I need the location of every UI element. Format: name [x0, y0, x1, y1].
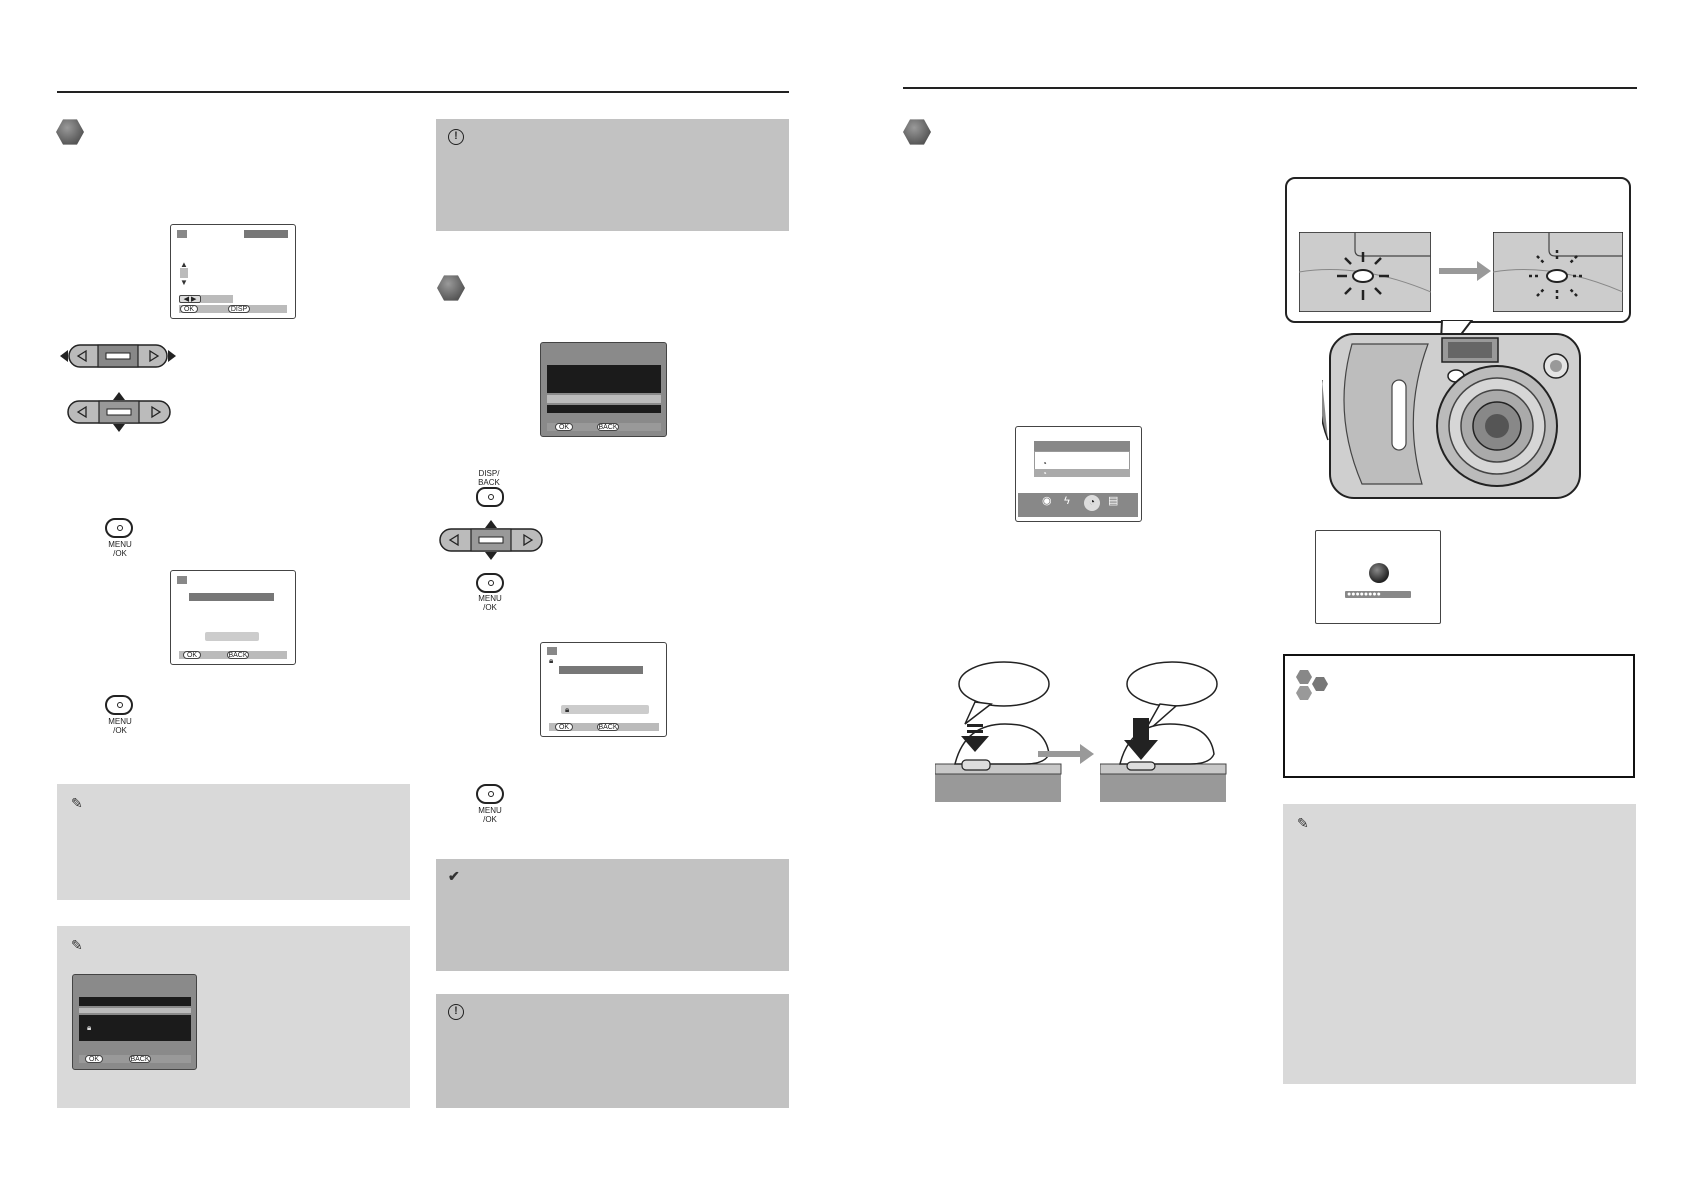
lcd-screen-confirm: OK BACK	[170, 570, 296, 665]
lcd-back-pill: BACK	[129, 1055, 151, 1063]
camera-front-illustration	[1322, 320, 1581, 499]
lcd-menu-highlight	[1034, 469, 1130, 477]
step-marker-icon	[437, 275, 465, 301]
lcd-ok-pill: OK	[183, 651, 201, 659]
hexagon-step-icon	[1296, 670, 1328, 700]
caution-box-2: !	[436, 994, 789, 1108]
disp-back-button[interactable]	[476, 487, 504, 507]
camera-icon: ◉	[1042, 495, 1052, 507]
step-marker-icon	[903, 119, 931, 145]
memo-pad-icon: ✎	[71, 795, 83, 811]
memo-box-3: ✎	[1283, 804, 1636, 1084]
info-box	[1283, 654, 1635, 778]
self-timer-icon: ◔	[1042, 459, 1047, 468]
lcd-screen-protect-list: 🔒︎ OK BACK	[72, 974, 197, 1070]
lcd-lock-icon: 🔒︎	[549, 656, 554, 665]
lcd-mode-icon	[547, 647, 557, 655]
lcd-down-arrow-icon: ▼	[180, 278, 188, 287]
left-page-header-rule	[57, 91, 789, 93]
memo-pad-icon: ✎	[1297, 815, 1309, 831]
disp-back-label: DISP/BACK	[478, 469, 500, 487]
lcd-option-bar	[205, 632, 259, 641]
countdown-progress-bar	[1345, 591, 1411, 598]
dpad-up-down-icon	[67, 392, 171, 432]
lcd-list-highlight	[547, 395, 661, 403]
lcd-disp-pill: DISP	[228, 305, 250, 313]
lcd-screen-protect-confirm: 🔒︎ 🔒︎ OK BACK	[540, 642, 667, 737]
countdown-indicator-icon	[1369, 563, 1389, 583]
shutter-half-press-illustration	[935, 661, 1062, 802]
lcd-screen-protect-menu: OK BACK	[540, 342, 667, 437]
lcd-lr-arrows-icon: ◀ ▶	[179, 295, 201, 303]
memo-box-2: ✎ 🔒︎ OK BACK	[57, 926, 410, 1108]
arrow-right-icon	[1038, 744, 1094, 764]
menu-ok-label: MENU/OK	[478, 594, 502, 612]
right-page-header-rule	[903, 87, 1637, 89]
lcd-list-row-1	[547, 365, 661, 393]
lcd-frame-counter-bar	[244, 230, 288, 238]
caution-box-1: !	[436, 119, 789, 231]
exclamation-circle-icon: !	[448, 1004, 464, 1020]
menu-ok-label: MENU/OK	[108, 540, 132, 558]
self-timer-icon: ◔	[1042, 469, 1047, 478]
menu-ok-button[interactable]	[476, 573, 504, 593]
memo-box-1: ✎	[57, 784, 410, 900]
dpad-up-down-icon	[439, 520, 543, 560]
lcd-back-pill: BACK	[597, 423, 619, 431]
lcd-lock-icon: 🔒︎	[565, 705, 570, 714]
lcd-screen-frame-select: ▲ ▼ ◀ ▶ OK DISP	[170, 224, 296, 319]
lamp-on-illustration	[1299, 232, 1431, 312]
lcd-list-highlight	[79, 1008, 191, 1013]
arrow-right-icon	[1439, 261, 1491, 281]
settings-icon: ▤	[1108, 495, 1119, 507]
lcd-ok-pill: OK	[180, 305, 198, 313]
countdown-dots: ●●●●●●●●	[1347, 591, 1381, 598]
lcd-list-row-2	[547, 405, 661, 413]
dpad-left-right-icon	[60, 344, 176, 368]
lcd-back-pill: BACK	[227, 651, 249, 659]
lcd-menu-header-bar	[1034, 441, 1130, 451]
lcd-message-bar	[189, 593, 274, 601]
lcd-ok-pill: OK	[555, 423, 573, 431]
lcd-ok-pill: OK	[555, 723, 573, 731]
menu-ok-label: MENU/OK	[478, 806, 502, 824]
menu-ok-button[interactable]	[105, 518, 133, 538]
flash-icon: ϟ	[1064, 495, 1070, 507]
lcd-list-row-2	[79, 1015, 191, 1041]
checkmark-icon: ✔	[448, 868, 460, 884]
lcd-lock-icon: 🔒︎	[87, 1023, 92, 1032]
menu-ok-button[interactable]	[476, 784, 504, 804]
lcd-list-row-1	[79, 997, 191, 1006]
lcd-count-box	[180, 268, 188, 278]
memo-pad-icon: ✎	[71, 937, 83, 953]
lcd-message-bar	[559, 666, 643, 674]
lcd-mode-strip	[1018, 493, 1138, 517]
shutter-full-press-illustration	[1100, 661, 1227, 802]
lcd-mode-icon	[177, 576, 187, 584]
lcd-lr-bar	[201, 295, 233, 303]
lcd-option-bar	[561, 705, 649, 714]
lcd-ok-pill: OK	[85, 1055, 103, 1063]
self-timer-lamp-callout	[1285, 177, 1631, 323]
step-marker-icon	[56, 119, 84, 145]
exclamation-circle-icon: !	[448, 129, 464, 145]
self-timer-icon: ◔	[1084, 495, 1100, 511]
lcd-mode-icon	[177, 230, 187, 238]
lcd-up-arrow-icon: ▲	[180, 260, 188, 269]
lcd-screen-countdown: ●●●●●●●●	[1315, 530, 1441, 624]
lcd-screen-self-timer: ◔ ◔ ◉ ϟ ◔ ▤	[1015, 426, 1142, 522]
check-box: ✔	[436, 859, 789, 971]
lamp-blink-illustration	[1493, 232, 1623, 312]
lcd-back-pill: BACK	[597, 723, 619, 731]
menu-ok-button[interactable]	[105, 695, 133, 715]
menu-ok-label: MENU/OK	[108, 717, 132, 735]
